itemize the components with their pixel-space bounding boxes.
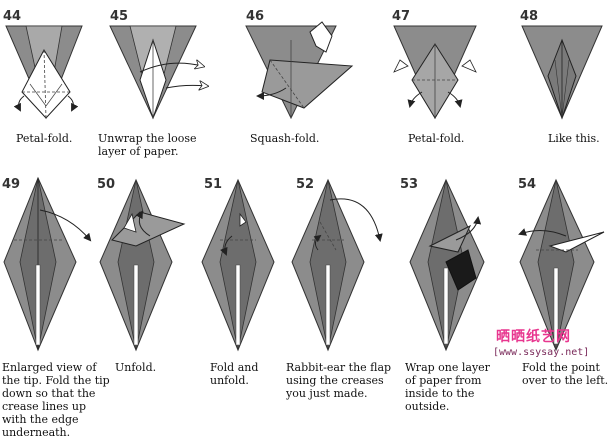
step-50-diagram: 50 [97,177,184,350]
step-number: 44 [3,9,21,24]
step-47-diagram: 47 [392,9,476,118]
step-44-diagram: 44 [3,9,82,118]
step-48-caption: Like this. [548,132,600,145]
step-52-diagram: 52 [292,177,380,350]
step-number: 49 [2,177,20,192]
watermark-url: [www.ssysay.net] [493,347,589,358]
step-46-caption: Squash-fold. [250,132,319,145]
step-number: 53 [400,177,418,192]
step-47-caption: Petal-fold. [408,132,464,145]
step-54-caption: Fold the point over to the left. [522,361,608,387]
step-49-caption: Enlarged view of the tip. Fold the tip d… [2,361,110,439]
step-52-caption: Rabbit-ear the flap using the creases yo… [286,361,391,400]
step-number: 45 [110,9,128,24]
step-number: 51 [204,177,222,192]
step-51-diagram: 51 [202,177,274,350]
step-53-diagram: 53 [400,177,484,350]
step-54-diagram: 54 [518,177,604,350]
step-50-caption: Unfold. [115,361,156,374]
step-44-caption: Petal-fold. [16,132,72,145]
step-49-diagram: 49 [2,177,90,350]
step-53-caption: Wrap one layer of paper from inside to t… [405,361,490,413]
step-number: 52 [296,177,314,192]
step-number: 50 [97,177,115,192]
step-48-diagram: 48 [520,9,602,118]
step-number: 47 [392,9,410,24]
watermark-title: 晒晒纸艺网 [496,326,571,346]
step-number: 48 [520,9,538,24]
step-number: 54 [518,177,536,192]
step-51-caption: Fold and unfold. [210,361,258,387]
step-46-diagram: 46 [246,9,352,118]
step-number: 46 [246,9,264,24]
step-45-diagram: 45 [110,9,206,118]
step-45-caption: Unwrap the loose layer of paper. [98,132,197,158]
